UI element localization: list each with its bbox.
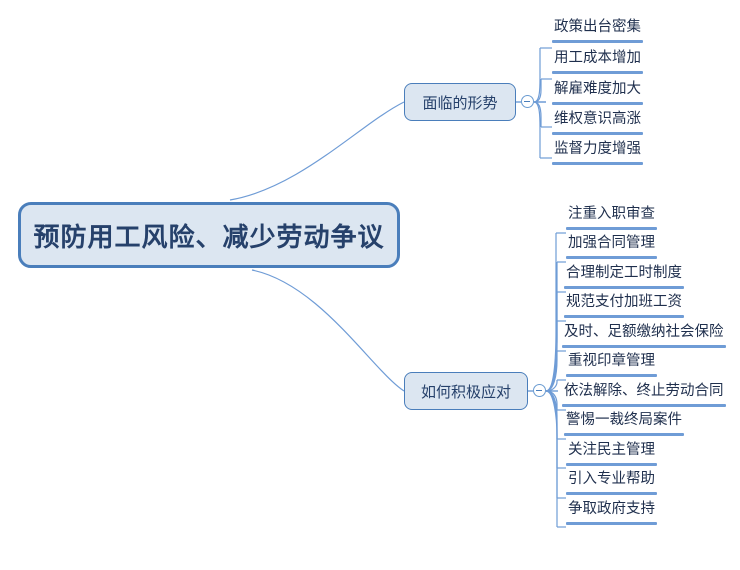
leaf-label: 政策出台密集 [554, 19, 641, 35]
leaf-label: 依法解除、终止劳动合同 [564, 383, 724, 399]
branch-node-response[interactable]: 如何积极应对 [404, 372, 528, 410]
connector-branch-1-leaf-4 [545, 351, 558, 392]
leaf-item[interactable]: 加强合同管理 [566, 234, 657, 259]
leaf-label: 重视印章管理 [568, 353, 655, 369]
leaf-item[interactable]: 依法解除、终止劳动合同 [562, 382, 726, 407]
connector-branch-1-leaf-2 [545, 292, 558, 392]
branch-node-label: 如何积极应对 [420, 382, 511, 401]
leaf-item[interactable]: 重视印章管理 [566, 352, 657, 377]
leaf-label: 关注民主管理 [568, 442, 655, 458]
leaf-label: 引入专业帮助 [568, 471, 655, 487]
leaf-label: 监督力度增强 [554, 141, 641, 157]
leaf-underline [552, 40, 643, 43]
collapse-minus-icon[interactable] [521, 95, 534, 108]
leaf-item[interactable]: 注重入职审查 [566, 205, 657, 230]
leaf-label: 加强合同管理 [568, 235, 655, 251]
connector-branch-1-leaf-1 [545, 262, 558, 392]
connector-branch-1-leaf-6 [545, 390, 558, 410]
branch-node-situation[interactable]: 面临的形势 [404, 83, 516, 121]
leaf-item[interactable]: 及时、足额缴纳社会保险 [562, 323, 726, 348]
connector-branch-1-leaf-3 [545, 321, 558, 392]
leaf-underline [552, 71, 643, 74]
leaf-underline [552, 102, 643, 105]
connector-branch-1-leaf-10 [545, 390, 558, 527]
leaf-item[interactable]: 规范支付加班工资 [564, 293, 684, 318]
leaf-underline [566, 492, 657, 495]
leaf-item[interactable]: 引入专业帮助 [566, 470, 657, 495]
leaf-label: 用工成本增加 [554, 50, 641, 66]
leaf-item[interactable]: 解雇难度加大 [552, 80, 643, 105]
leaf-underline [562, 345, 726, 348]
collapse-minus-icon[interactable] [533, 384, 546, 397]
leaf-label: 争取政府支持 [568, 501, 655, 517]
connector-central-to-branch-1 [251, 269, 405, 392]
leaf-underline [552, 162, 643, 165]
leaf-label: 合理制定工时制度 [566, 265, 682, 281]
connector-branch-0-leaf-0 [533, 48, 541, 103]
leaf-underline [564, 286, 684, 289]
leaf-item[interactable]: 关注民主管理 [566, 441, 657, 466]
leaf-label: 警惕一裁终局案件 [566, 412, 682, 428]
leaf-item[interactable]: 合理制定工时制度 [564, 264, 684, 289]
leaf-underline [562, 404, 726, 407]
central-node-title: 预防用工风险、减少劳动争议 [33, 222, 385, 253]
leaf-label: 解雇难度加大 [554, 81, 641, 97]
leaf-underline [566, 227, 657, 230]
leaf-underline [552, 132, 643, 135]
connector-branch-1-leaf-9 [545, 390, 558, 498]
leaf-item[interactable]: 维权意识高涨 [552, 110, 643, 135]
leaf-underline [566, 463, 657, 466]
leaf-label: 注重入职审查 [568, 206, 655, 222]
leaf-underline [566, 256, 657, 259]
connector-branch-0-leaf-3 [533, 101, 542, 127]
central-node[interactable]: 预防用工风险、减少劳动争议 [18, 202, 400, 268]
leaf-item[interactable]: 政策出台密集 [552, 18, 643, 43]
connector-branch-1-leaf-7 [545, 390, 558, 439]
leaf-label: 及时、足额缴纳社会保险 [564, 324, 724, 340]
connector-branch-1-leaf-5 [545, 380, 558, 392]
connector-branch-0-leaf-1 [533, 79, 542, 103]
branch-node-label: 面临的形势 [422, 93, 498, 112]
leaf-label: 规范支付加班工资 [566, 294, 682, 310]
leaf-item[interactable]: 警惕一裁终局案件 [564, 411, 684, 436]
leaf-label: 维权意识高涨 [554, 111, 641, 127]
connector-central-to-branch-0 [229, 101, 405, 201]
leaf-underline [566, 374, 657, 377]
connector-branch-1-leaf-0 [545, 233, 557, 392]
connector-branch-1-leaf-8 [545, 390, 558, 468]
leaf-underline [564, 433, 684, 436]
leaf-underline [566, 522, 657, 525]
leaf-item[interactable]: 争取政府支持 [566, 500, 657, 525]
leaf-item[interactable]: 用工成本增加 [552, 49, 643, 74]
leaf-item[interactable]: 监督力度增强 [552, 140, 643, 165]
leaf-underline [564, 315, 684, 318]
connector-branch-0-leaf-4 [533, 101, 541, 158]
